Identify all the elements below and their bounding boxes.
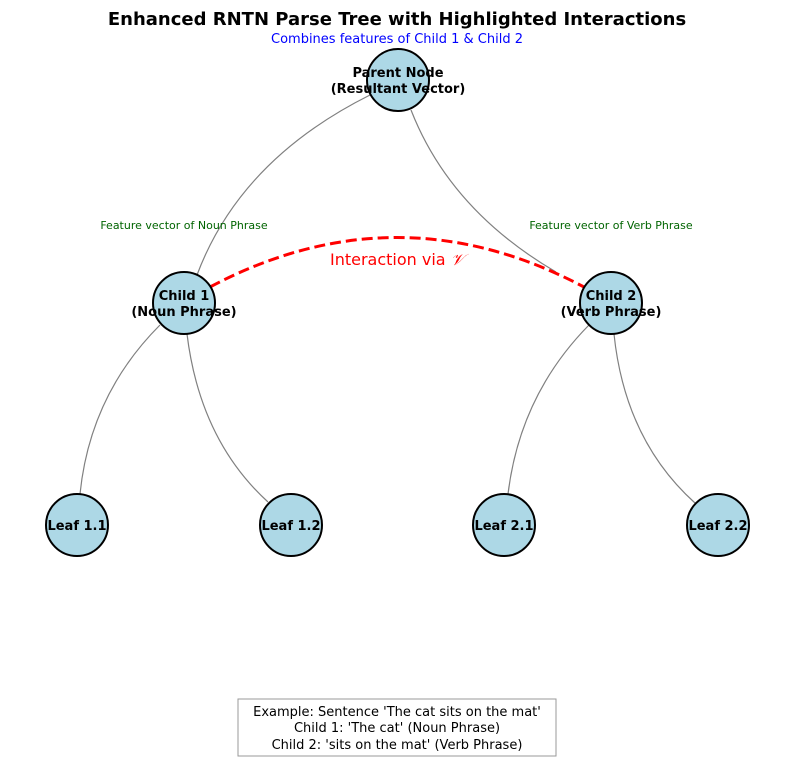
- node-leaf21: Leaf 2.1: [472, 493, 536, 557]
- node-circle-parent: [366, 48, 430, 112]
- interaction-label: Interaction via 𝒱: [330, 250, 470, 269]
- node-label-parent-line-1: Parent Node: [352, 66, 443, 81]
- tree-nodes: Parent Node(Resultant Vector) Child 1(Nou…: [45, 48, 750, 557]
- node-label-child2-line-1: Child 2: [586, 289, 637, 304]
- node-leaf22: Leaf 2.2: [686, 493, 750, 557]
- edge-child2-leaf21: [507, 324, 590, 495]
- edge-child1-leaf11: [79, 324, 161, 495]
- node-circle-leaf12: [259, 493, 323, 557]
- diagram-title: Enhanced RNTN Parse Tree with Highlighte…: [108, 9, 686, 30]
- node-label-parent-line-2: (Resultant Vector): [331, 82, 466, 97]
- node-label-leaf12: Leaf 1.2: [261, 519, 320, 534]
- node-circle-child1: [152, 271, 216, 335]
- interaction-label-symbol: 𝒱: [451, 250, 470, 269]
- node-circle-leaf21: [472, 493, 536, 557]
- node-label-child1-line-1: Child 1: [159, 289, 210, 304]
- tree-edges: [79, 94, 696, 504]
- node-circle-leaf22: [686, 493, 750, 557]
- diagram-subtitle: Combines features of Child 1 & Child 2: [271, 32, 523, 47]
- node-label-child2-line-2: (Verb Phrase): [561, 305, 662, 320]
- node-label-leaf22: Leaf 2.2: [688, 519, 747, 534]
- node-child2: Child 2(Verb Phrase): [561, 271, 662, 335]
- edge-child1-leaf12: [186, 333, 269, 503]
- node-circle-leaf11: [45, 493, 109, 557]
- node-circle-child2: [579, 271, 643, 335]
- interaction-label-text: Interaction via: [330, 250, 451, 269]
- edge-parent-child1: [196, 94, 371, 276]
- feature-label-noun-phrase: Feature vector of Noun Phrase: [100, 219, 268, 232]
- caption-frame: [237, 698, 557, 757]
- edge-child2-leaf22: [613, 333, 696, 504]
- caption-line-child1: Child 1: 'The cat' (Noun Phrase): [294, 721, 500, 736]
- node-label-leaf11: Leaf 1.1: [47, 519, 106, 534]
- feature-label-verb-phrase: Feature vector of Verb Phrase: [529, 219, 693, 232]
- caption-line-child2: Child 2: 'sits on the mat' (Verb Phrase): [272, 738, 523, 753]
- node-leaf12: Leaf 1.2: [259, 493, 323, 557]
- caption-line-sentence: Example: Sentence 'The cat sits on the m…: [253, 705, 541, 720]
- caption-box: Example: Sentence 'The cat sits on the m…: [237, 698, 557, 757]
- node-parent: Parent Node(Resultant Vector): [331, 48, 466, 112]
- node-leaf11: Leaf 1.1: [45, 493, 109, 557]
- interaction-arc: [209, 236, 585, 289]
- node-label-child1-line-2: (Noun Phrase): [131, 305, 236, 320]
- node-child1: Child 1(Noun Phrase): [131, 271, 237, 335]
- edge-parent-child2: [410, 109, 557, 273]
- node-label-leaf21: Leaf 2.1: [474, 519, 533, 534]
